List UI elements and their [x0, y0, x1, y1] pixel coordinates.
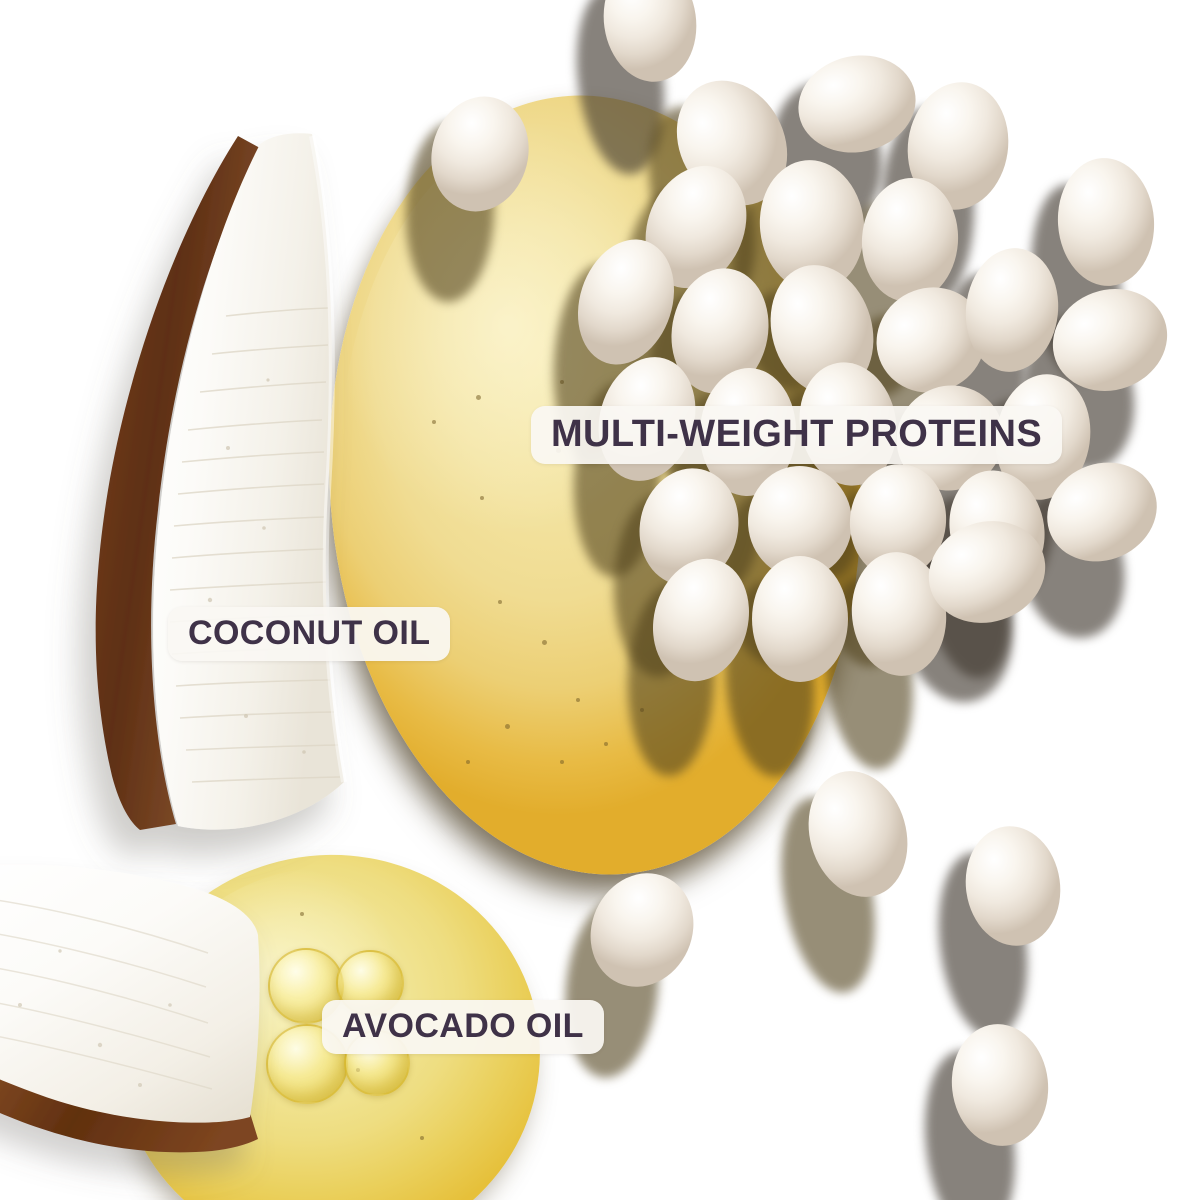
coconut-flesh [153, 133, 344, 830]
coconut-wedge-bottom [0, 855, 280, 1200]
label-multi-weight-proteins-text: MULTI-WEIGHT PROTEINS [551, 413, 1043, 455]
label-avocado-oil: AVOCADO OIL [322, 1000, 604, 1054]
protein-bean [752, 556, 848, 682]
coconut-flesh-2 [0, 864, 260, 1123]
label-multi-weight-proteins: MULTI-WEIGHT PROTEINS [531, 406, 1063, 464]
coconut-wedge-top [60, 130, 360, 830]
label-coconut-oil: COCONUT OIL [168, 607, 451, 661]
coconut-shell-rind-2 [0, 1076, 258, 1153]
label-coconut-oil-text: COCONUT OIL [188, 614, 431, 652]
label-avocado-oil-text: AVOCADO OIL [342, 1007, 584, 1045]
coconut-shell-rind [95, 136, 260, 830]
